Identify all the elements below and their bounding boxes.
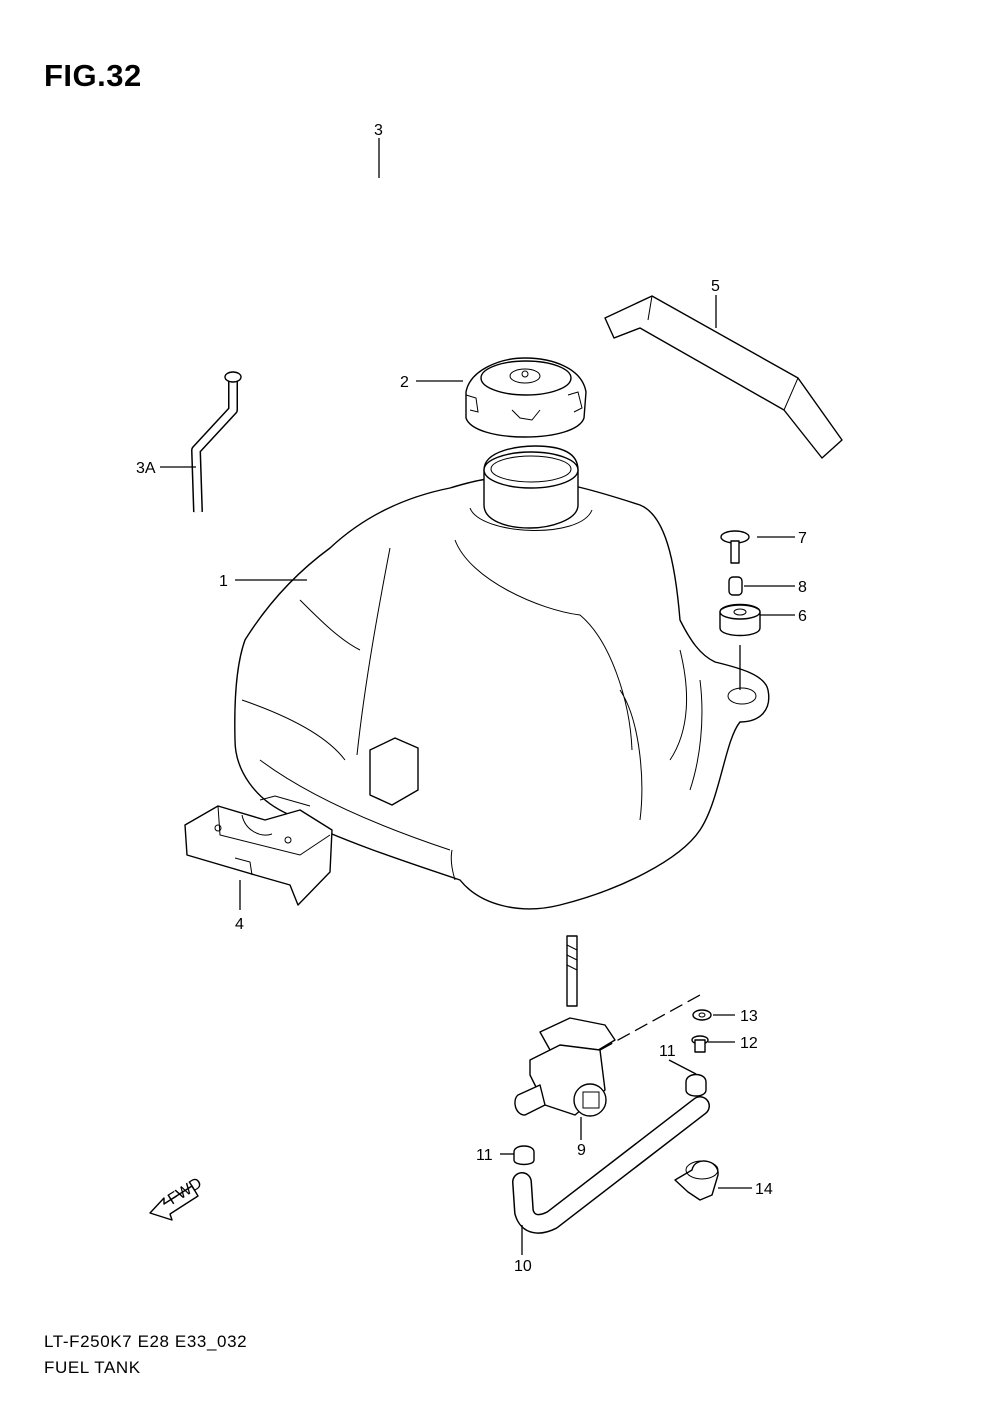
part-3a-hose-joint[interactable] — [191, 371, 242, 513]
part-13-washer[interactable] — [692, 1009, 712, 1021]
callout-1: 1 — [219, 573, 228, 590]
callout-14: 14 — [755, 1181, 773, 1198]
part-10-fuel-hose[interactable] — [512, 1096, 710, 1234]
callout-4: 4 — [235, 916, 244, 933]
assembly-name: FUEL TANK — [44, 1358, 141, 1377]
part-8-collar[interactable] — [728, 576, 743, 596]
part-6-cushion[interactable] — [719, 603, 761, 637]
callout-3: 3 — [374, 122, 383, 139]
part-11-clamp-lower[interactable] — [513, 1145, 535, 1166]
figure-title: FIG.32 — [44, 58, 142, 93]
part-14-clip[interactable] — [674, 1160, 719, 1201]
part-12-screw[interactable] — [691, 1035, 709, 1053]
callout-7: 7 — [798, 530, 807, 547]
callout-6: 6 — [798, 608, 807, 625]
part-9-fuel-cock[interactable] — [514, 935, 616, 1117]
part-11-clamp-upper[interactable] — [685, 1073, 707, 1097]
part-3-breather-hose[interactable] — [226, 174, 530, 373]
part-2-fuel-cap[interactable] — [465, 357, 587, 438]
model-code: LT-F250K7 E28 E33_032 — [44, 1332, 248, 1351]
leader-lines — [160, 138, 795, 1255]
forward-direction-marker: FWD — [149, 1175, 205, 1221]
callout-5: 5 — [711, 278, 720, 295]
part-4-bracket[interactable] — [184, 795, 333, 906]
leader-fuel-cock-axis — [599, 994, 701, 1051]
callout-9: 9 — [577, 1142, 586, 1159]
callout-13: 13 — [740, 1008, 758, 1025]
callout-11-lower: 11 — [476, 1147, 493, 1164]
callout-8: 8 — [798, 579, 807, 596]
callout-12: 12 — [740, 1035, 758, 1052]
part-1-fuel-tank[interactable] — [234, 445, 770, 910]
callout-3a: 3A — [136, 460, 156, 477]
part-5-cover-strap[interactable] — [604, 295, 843, 459]
part-7-bolt[interactable] — [720, 530, 750, 564]
callout-10: 10 — [514, 1258, 532, 1275]
callout-11-upper: 11 — [659, 1043, 676, 1060]
callout-2: 2 — [400, 374, 409, 391]
